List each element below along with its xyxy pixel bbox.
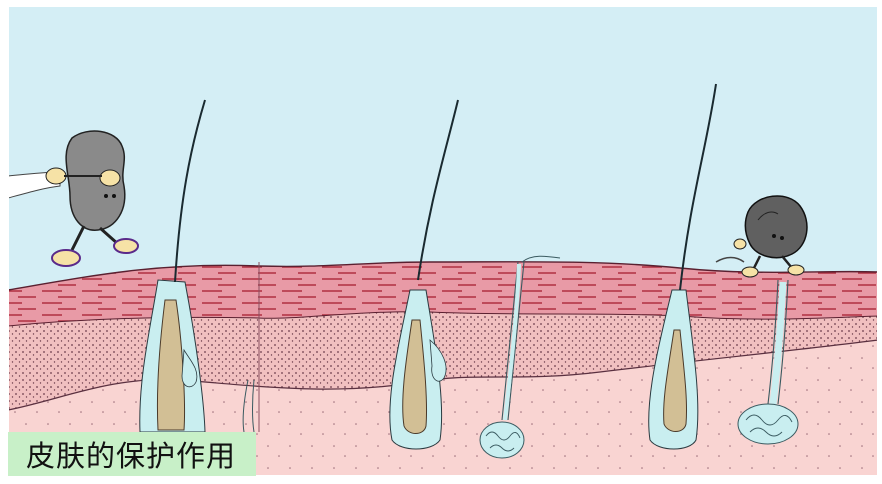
caption-label: 皮肤的保护作用 xyxy=(8,432,256,476)
